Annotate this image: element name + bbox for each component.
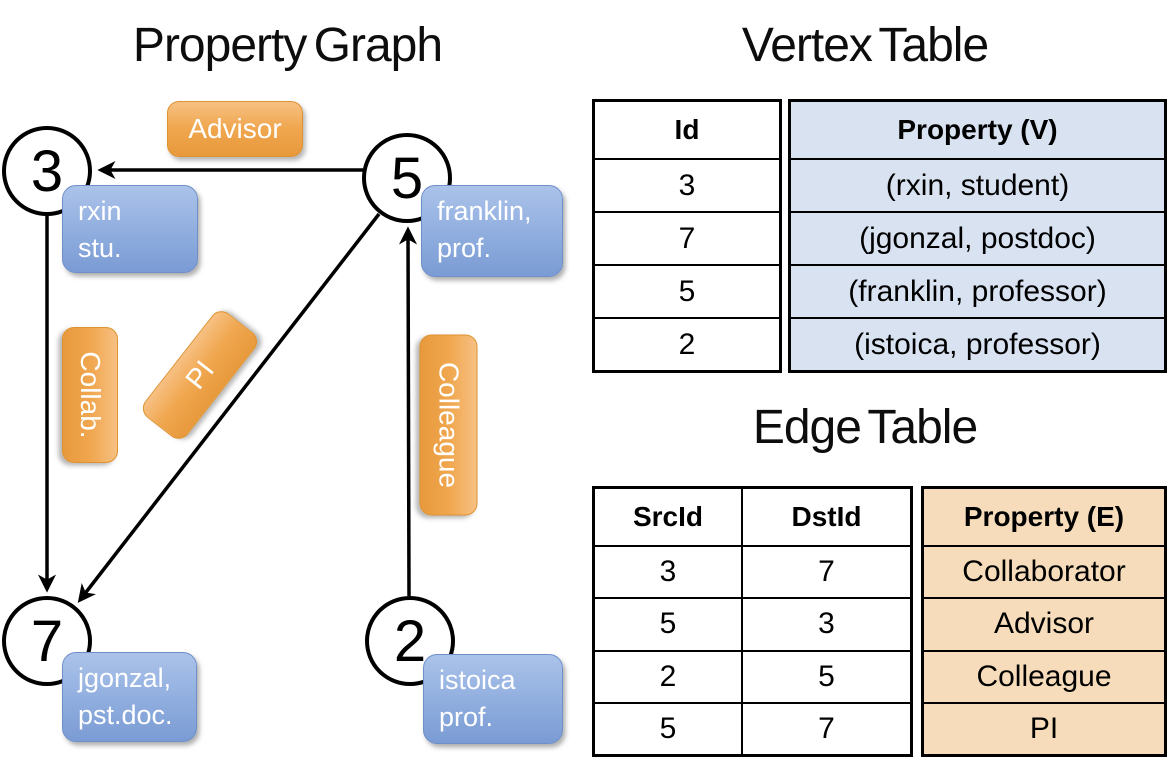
- edge-row-srcid: 5: [659, 607, 677, 641]
- vertex-property-line1: franklin,: [437, 196, 532, 226]
- vertex-table-property-column: Property (V) (rxin, student) (jgonzal, p…: [788, 99, 1167, 373]
- edge-label-pi-text: PI: [179, 354, 220, 395]
- vertex-node-7-id: 7: [30, 608, 64, 674]
- vertex-node-3-id: 3: [30, 138, 64, 204]
- edge-row-property: PI: [924, 703, 1164, 754]
- edge-label-colleague: Colleague: [419, 334, 478, 516]
- edge-table-id-columns: SrcId DstId 3 7 5 3 2 5 5 7: [592, 486, 913, 757]
- vertex-row-property: (rxin, student): [791, 160, 1164, 211]
- vertex-node-5: 5: [362, 133, 452, 223]
- vertex-row-id: 5: [678, 274, 696, 308]
- edge-table-title: Edge Table: [752, 401, 978, 454]
- vertex-property-line2: prof.: [439, 702, 494, 732]
- edge-label-collab: Collab.: [62, 327, 118, 463]
- vertex-row-property: (istoica, professor): [791, 319, 1164, 370]
- edge-arrow-2-to-5: [398, 226, 418, 597]
- edge-row-property: Collaborator: [924, 547, 1164, 598]
- edge-row-dstid: 7: [741, 547, 910, 598]
- edge-table-property-column: Property (E) Collaborator Advisor Collea…: [921, 486, 1167, 757]
- edge-row-srcid: 2: [659, 659, 677, 693]
- vertex-property-line1: jgonzal,: [78, 663, 172, 693]
- edge-table-header-dstid: DstId: [741, 489, 910, 545]
- vertex-property-box-rxin: rxin stu.: [62, 185, 198, 273]
- edge-row-srcid: 3: [659, 555, 677, 589]
- vertex-row-id: 7: [678, 221, 696, 255]
- vertex-row-property: (franklin, professor): [791, 266, 1164, 317]
- vertex-property-line2: pst.doc.: [78, 700, 173, 730]
- vertex-property-box-istoica: istoica prof.: [423, 654, 563, 744]
- vertex-table-header-id: Id: [674, 114, 700, 145]
- edge-row-dstid: 5: [741, 651, 910, 702]
- vertex-property-line2: stu.: [78, 233, 122, 263]
- edge-table-header-srcid: SrcId: [632, 501, 704, 532]
- edge-row-property: Colleague: [924, 651, 1164, 702]
- vertex-node-2: 2: [365, 596, 455, 686]
- vertex-row-id: 2: [678, 327, 696, 361]
- edge-arrow-5-to-7: [77, 212, 381, 603]
- vertex-table-header-property: Property (V): [791, 102, 1164, 158]
- graph-edges-svg: [37, 160, 418, 603]
- vertex-table-id-column: Id 3 7 5 2: [592, 99, 782, 373]
- edge-label-advisor-text: Advisor: [188, 113, 282, 144]
- vertex-row-id: 3: [678, 168, 696, 202]
- vertex-property-line1: rxin: [78, 196, 122, 226]
- edge-row-property: Advisor: [924, 599, 1164, 650]
- edge-table-header-property: Property (E): [924, 489, 1164, 545]
- vertex-node-5-id: 5: [390, 145, 424, 211]
- vertex-property-line1: istoica: [439, 665, 516, 695]
- edge-label-colleague-text: Colleague: [433, 361, 465, 489]
- property-graph-title: Property Graph: [132, 19, 443, 72]
- edge-label-advisor: Advisor: [167, 101, 303, 157]
- edge-row-dstid: 7: [741, 703, 910, 754]
- vertex-property-box-jgonzal: jgonzal, pst.doc.: [62, 652, 197, 742]
- edge-label-collab-text: Collab.: [75, 351, 106, 439]
- vertex-table-title: Vertex Table: [741, 19, 989, 72]
- edge-row-srcid: 5: [659, 711, 677, 745]
- vertex-node-2-id: 2: [393, 608, 427, 674]
- vertex-property-line2: prof.: [437, 233, 492, 263]
- vertex-property-box-franklin: franklin, prof.: [421, 185, 563, 277]
- vertex-row-property: (jgonzal, postdoc): [791, 213, 1164, 264]
- edge-row-dstid: 3: [741, 599, 910, 650]
